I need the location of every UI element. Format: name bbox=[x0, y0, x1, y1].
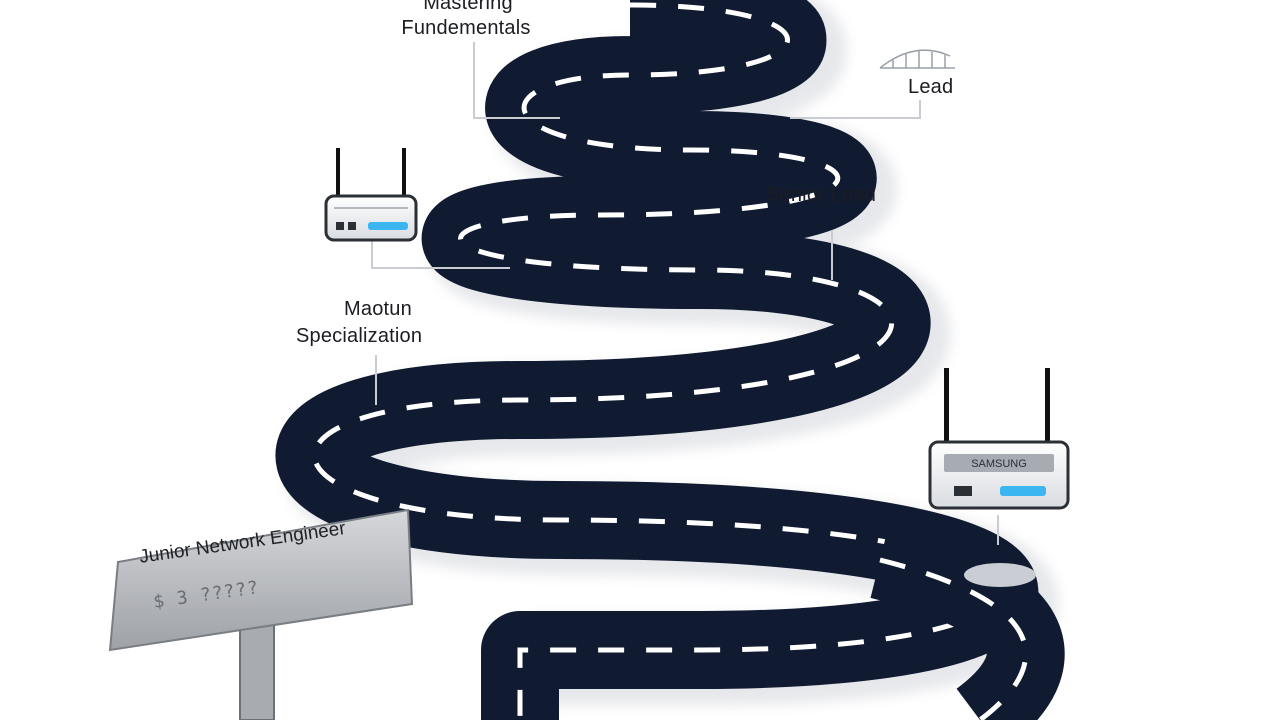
router-icon bbox=[324, 148, 418, 242]
milestone-specialization-line2: Specialization bbox=[296, 325, 423, 347]
bridge-icon bbox=[879, 49, 955, 69]
milestone-lead: Lead bbox=[908, 76, 954, 98]
signpost-icon bbox=[108, 508, 414, 720]
router-icon bbox=[928, 368, 1070, 587]
milestone-senior-lead: Senior Lead bbox=[766, 184, 877, 206]
milestone-top-line1: Mastering bbox=[423, 0, 513, 14]
milestone-top-line2: Fundementals bbox=[401, 17, 531, 39]
road bbox=[275, 0, 1039, 720]
milestone-specialization-line1: Maotun bbox=[344, 298, 412, 320]
road-center-dashes bbox=[311, 2, 1002, 720]
router-brand-label: SAMSUNG bbox=[971, 458, 1027, 470]
road-tail-dashes bbox=[879, 557, 1029, 720]
connector-lines bbox=[371, 42, 999, 545]
